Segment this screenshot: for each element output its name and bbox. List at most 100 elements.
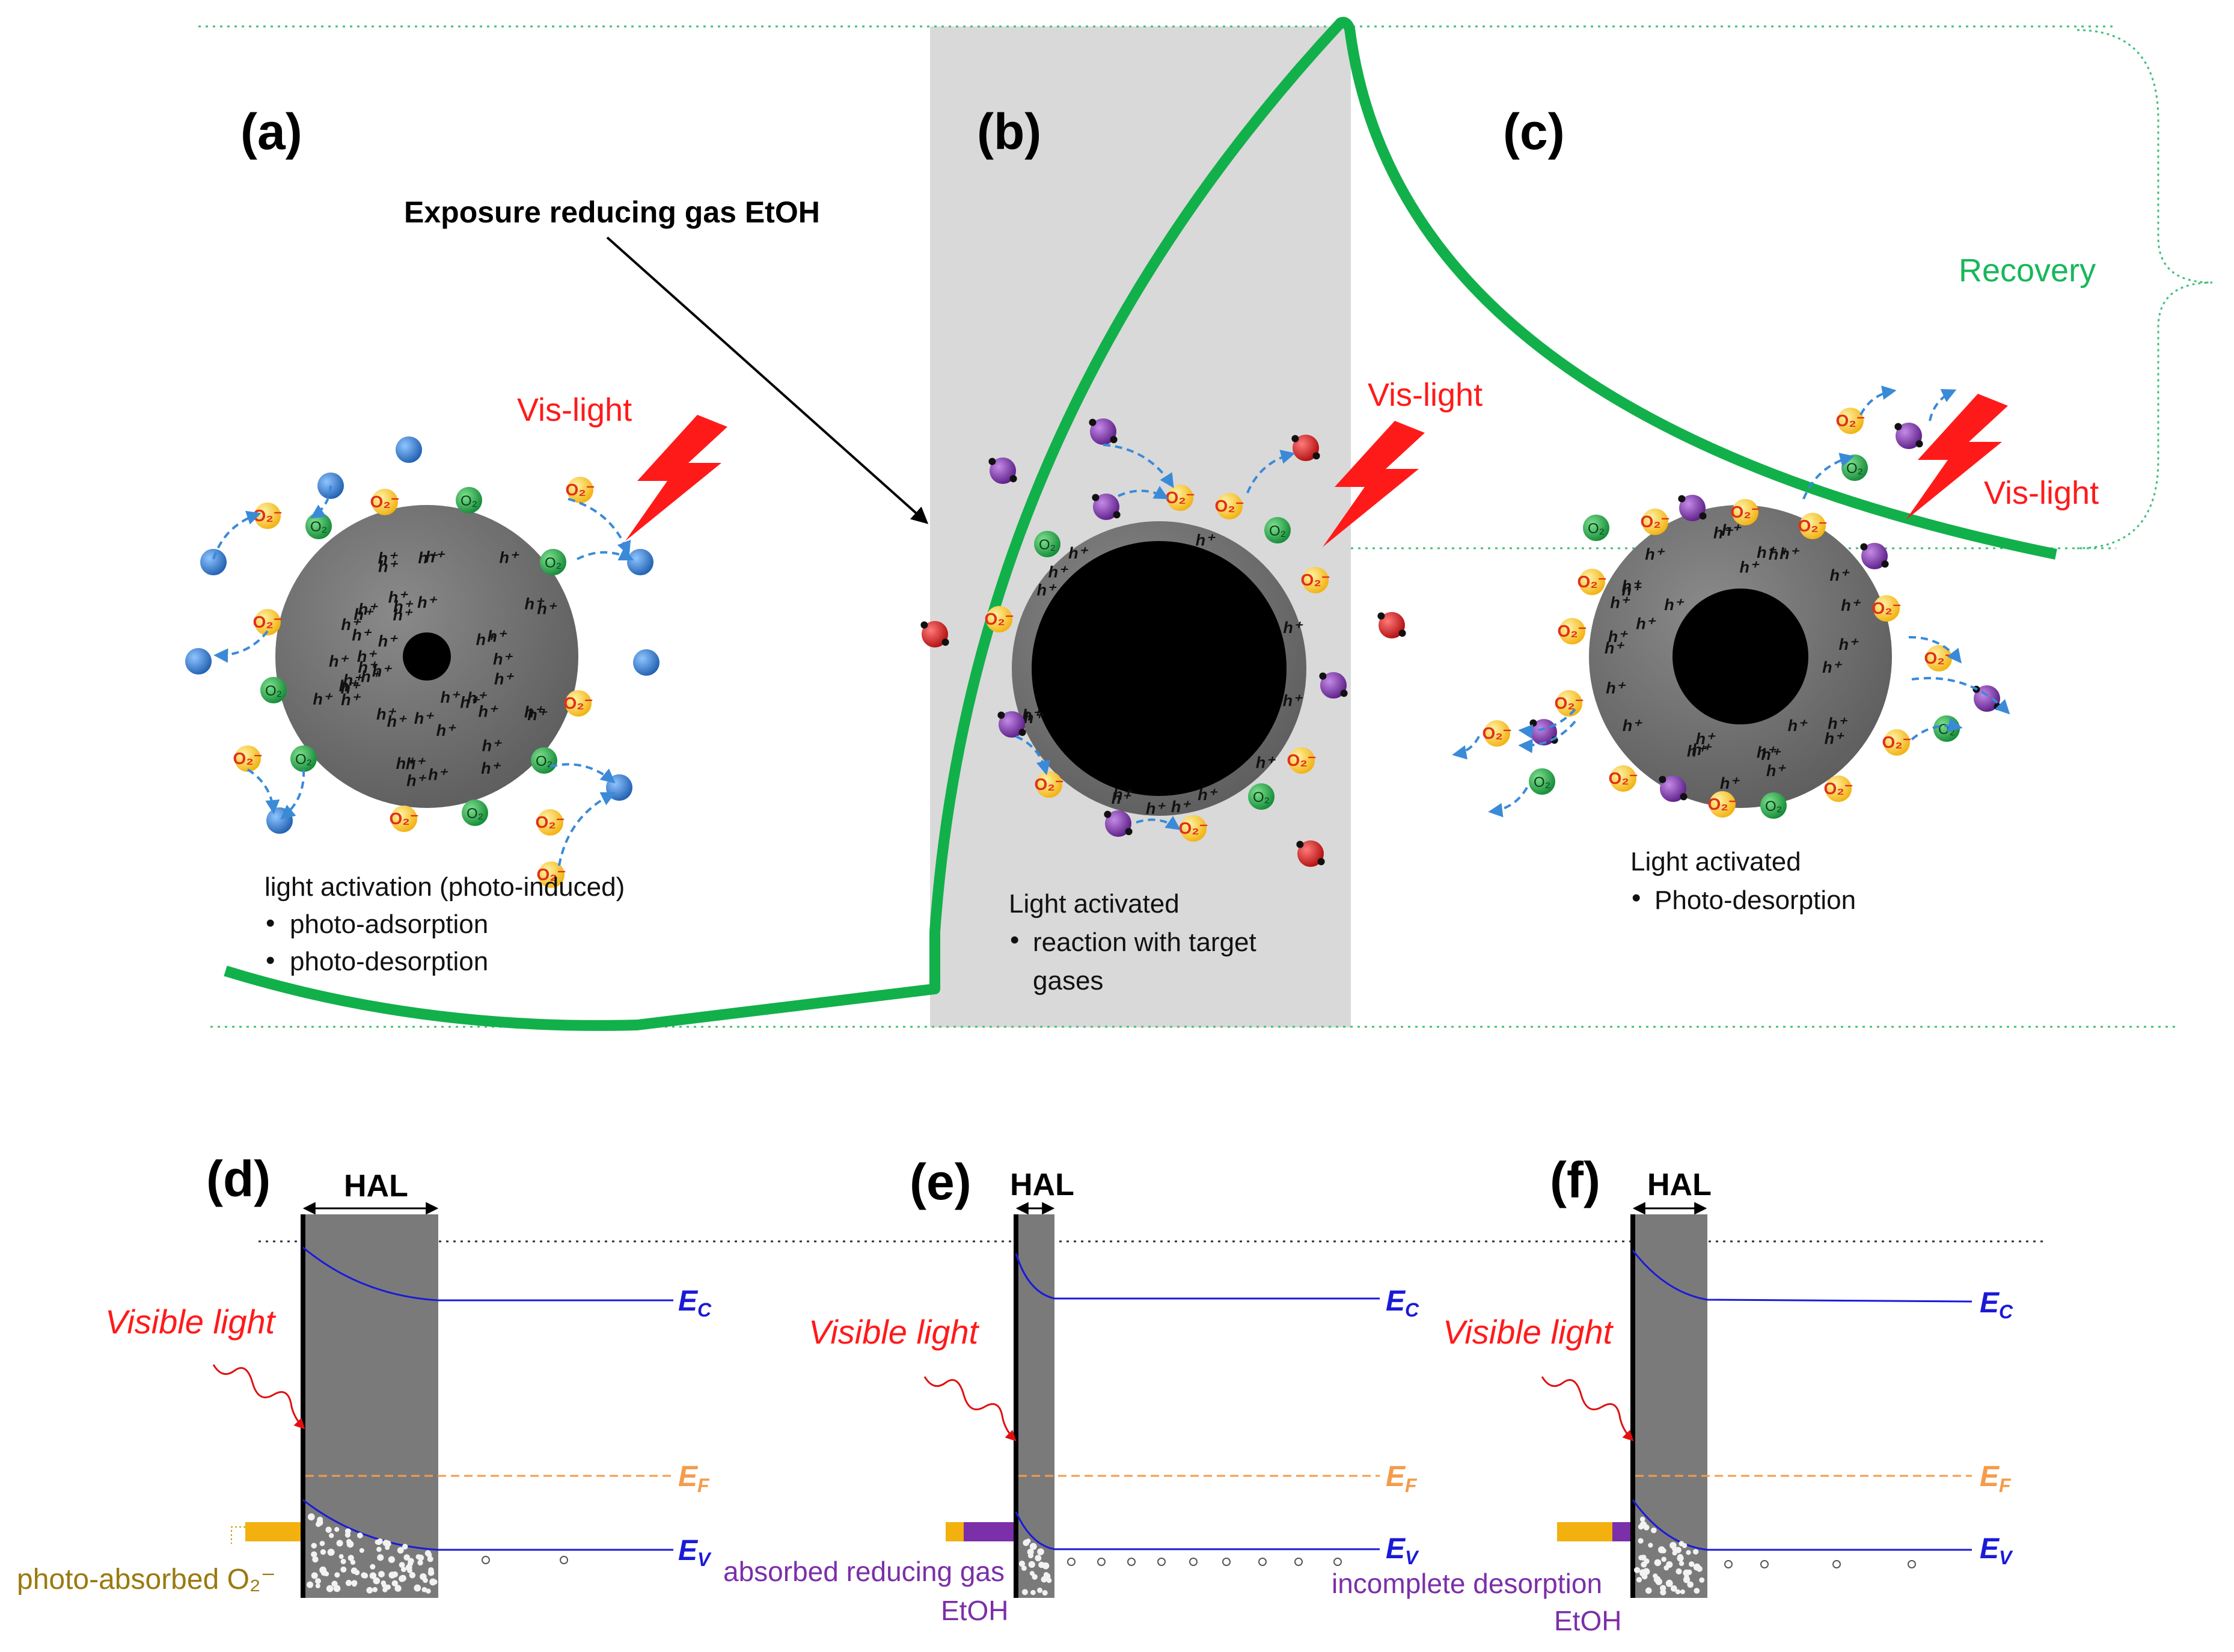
hole-label: h⁺ xyxy=(1720,774,1740,792)
hole-label: h⁺ xyxy=(1740,558,1760,576)
hole-dot xyxy=(1675,1589,1681,1595)
incomplete-desorption-label-2: EtOH xyxy=(1554,1605,1621,1636)
ethanol-molecule xyxy=(988,457,1017,484)
holes-region-d xyxy=(307,1513,438,1594)
hole-dot xyxy=(325,1526,332,1533)
superoxide-label: O₂⁻ xyxy=(1035,775,1064,794)
panel-label-f: (f) xyxy=(1550,1152,1600,1208)
hole-label: h⁺ xyxy=(524,703,544,721)
superoxide-ion: O₂⁻ xyxy=(1836,408,1865,434)
hole-accumulation-layer xyxy=(303,1214,438,1598)
oxygen-label: O₂ xyxy=(1534,774,1550,791)
absorbed-reducing-gas-label-2: EtOH xyxy=(941,1595,1008,1626)
hole-dot xyxy=(1018,1561,1026,1567)
ambient-oxygen xyxy=(627,549,653,575)
superoxide-label: O₂⁻ xyxy=(1166,488,1195,507)
transfer-arrow xyxy=(1908,635,1962,664)
photon-wave-arrow xyxy=(923,1376,1017,1442)
hole-label: h⁺ xyxy=(1839,635,1859,653)
hole-dot xyxy=(338,1554,344,1559)
absorbed-reducing-gas-label: absorbed reducing gas xyxy=(723,1556,1005,1587)
superoxide-label: O₂⁻ xyxy=(253,613,283,631)
hole-label: h⁺ xyxy=(393,598,413,616)
superoxide-ion: O₂⁻ xyxy=(985,606,1014,632)
hole-marker xyxy=(482,1556,490,1564)
superoxide-ion: O₂⁻ xyxy=(370,489,400,515)
hole-dot xyxy=(1663,1565,1669,1571)
hole-dot xyxy=(1672,1550,1677,1556)
valence-band-line xyxy=(1015,1511,1380,1550)
hole-label: h⁺ xyxy=(479,702,498,720)
hole-dot xyxy=(1687,1581,1694,1588)
holes-b: h⁺h⁺h⁺h⁺h⁺h⁺h⁺h⁺h⁺h⁺h⁺h⁺h⁺h⁺ xyxy=(1022,531,1303,818)
hole-dot xyxy=(319,1566,327,1574)
superoxide-label: O₂⁻ xyxy=(1555,694,1584,712)
transfer-arrow xyxy=(1103,444,1174,489)
holes-c: h⁺h⁺h⁺h⁺h⁺h⁺h⁺h⁺h⁺h⁺h⁺h⁺h⁺h⁺h⁺h⁺h⁺h⁺h⁺h⁺… xyxy=(1605,521,1861,792)
transfer-arrow xyxy=(310,485,332,519)
hole-label: h⁺ xyxy=(488,627,507,645)
hole-label: h⁺ xyxy=(1761,745,1781,763)
hole-markers-f xyxy=(1724,1560,1916,1568)
hole-dot xyxy=(1027,1549,1034,1556)
oxygen-molecule: O₂ xyxy=(462,800,488,826)
hole-label: h⁺ xyxy=(499,549,519,567)
hole-dot xyxy=(426,1588,431,1594)
hole-dot xyxy=(399,1562,405,1568)
superoxide-label: O₂⁻ xyxy=(1824,779,1853,798)
hole-label: h⁺ xyxy=(378,632,398,650)
hole-dot xyxy=(1655,1578,1662,1585)
hole-dot xyxy=(1645,1587,1652,1594)
hole-label: h⁺ xyxy=(1623,717,1642,735)
oxygen-molecule: O₂ xyxy=(1583,515,1609,541)
superoxide-ion: O₂⁻ xyxy=(566,477,595,503)
hole-dot xyxy=(311,1543,317,1549)
hole-dot xyxy=(417,1554,424,1561)
hole-dot xyxy=(388,1556,395,1563)
hole-label: h⁺ xyxy=(1822,658,1842,676)
photo-absorbed-label: photo-absorbed O₂⁻ xyxy=(17,1564,276,1595)
oxygen-molecule: O₂ xyxy=(1760,792,1787,819)
superoxide-ion: O₂⁻ xyxy=(233,745,263,772)
hole-label: h⁺ xyxy=(378,557,398,575)
hole-dot xyxy=(432,1579,438,1585)
superoxide-ion: O₂⁻ xyxy=(1035,771,1064,798)
hole-dot xyxy=(350,1567,358,1574)
superoxide-ion: O₂⁻ xyxy=(1215,493,1244,519)
hole-dot xyxy=(1026,1538,1031,1544)
hole-label: h⁺ xyxy=(1829,566,1849,584)
hole-dot xyxy=(1689,1561,1695,1567)
hole-dot xyxy=(381,1580,387,1586)
hole-dot xyxy=(405,1564,412,1571)
hole-label: h⁺ xyxy=(343,672,363,690)
hole-dot xyxy=(1692,1549,1699,1555)
hole-dot xyxy=(1686,1550,1691,1555)
superoxide-ion: O₂⁻ xyxy=(1924,645,1954,672)
ethanol-molecule xyxy=(1894,423,1923,449)
hole-label: h⁺ xyxy=(417,593,437,611)
hole-label: h⁺ xyxy=(1757,543,1776,561)
hole-label: h⁺ xyxy=(1825,730,1844,748)
hole-dot xyxy=(399,1575,405,1582)
hole-dot xyxy=(414,1584,421,1592)
hole-label: h⁺ xyxy=(1841,596,1861,614)
superoxide-label: O₂⁻ xyxy=(1578,572,1607,591)
oxygen-molecule: O₂ xyxy=(1841,454,1868,481)
hole-label: h⁺ xyxy=(376,705,396,723)
superoxide-ion: O₂⁻ xyxy=(253,503,283,529)
bullet-marker: • xyxy=(266,908,275,938)
hole-label: h⁺ xyxy=(387,712,407,730)
hole-label: h⁺ xyxy=(1713,524,1733,542)
hole-label: h⁺ xyxy=(1621,577,1641,595)
superoxide-ion: O₂⁻ xyxy=(564,690,593,717)
oxygen-label: O₂ xyxy=(1269,523,1286,539)
hole-label: h⁺ xyxy=(358,601,378,619)
hole-dot xyxy=(1694,1588,1700,1594)
superoxide-ion: O₂⁻ xyxy=(1287,747,1317,774)
ambient-oxygen xyxy=(633,649,659,676)
transfer-arrow xyxy=(1911,718,1963,741)
hole-label: h⁺ xyxy=(1687,742,1707,760)
oxygen-label: O₂ xyxy=(310,519,327,535)
particle-core xyxy=(1672,589,1808,724)
hole-label: h⁺ xyxy=(476,631,496,649)
